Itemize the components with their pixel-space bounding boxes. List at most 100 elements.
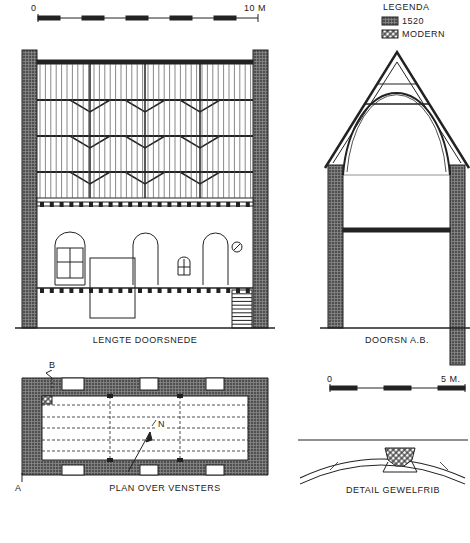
drawing-stroke — [177, 202, 181, 207]
drawing-stroke — [45, 64, 46, 198]
drawing-stroke — [126, 64, 127, 198]
drawing-stroke — [180, 64, 181, 198]
drawing-label: PLAN OVER VENSTERS — [108, 484, 222, 493]
drawing-label: A — [14, 484, 23, 493]
drawing-stroke — [232, 312, 252, 313]
drawing-stroke — [138, 202, 142, 207]
drawing-stroke — [245, 64, 246, 198]
drawing-stroke — [88, 64, 89, 198]
drawing-stroke — [109, 288, 113, 293]
drawing-stroke — [187, 202, 191, 207]
drawing-stroke — [216, 202, 220, 207]
drawing-label: 5 M. — [440, 375, 462, 384]
drawing-stroke — [232, 297, 252, 298]
drawing-label: N — [157, 420, 166, 429]
drawing-stroke — [232, 309, 252, 310]
drawing-label: LENGTE DOORSNEDE — [92, 336, 199, 345]
drawing-stroke — [207, 64, 208, 198]
drawing-stroke — [197, 288, 201, 293]
drawing-stroke — [207, 288, 211, 293]
drawing-stroke — [69, 288, 73, 293]
drawing-stroke — [212, 64, 213, 198]
drawing-stroke — [218, 64, 219, 198]
drawing-stroke — [131, 64, 132, 198]
drawing-stroke — [137, 64, 138, 198]
drawing-stroke — [177, 288, 181, 293]
drawing-stroke — [232, 301, 252, 302]
drawing-stroke — [40, 288, 44, 293]
drawing-stroke — [121, 64, 122, 198]
drawing-stroke — [167, 288, 171, 293]
drawing-stroke — [164, 64, 165, 198]
drawing-stroke — [158, 202, 162, 207]
drawing-stroke — [202, 64, 203, 198]
drawing-stroke — [236, 202, 240, 207]
drawing-stroke — [196, 64, 197, 198]
drawing-stroke — [191, 64, 192, 198]
drawing-stroke — [115, 64, 116, 198]
drawing-stroke — [185, 64, 186, 198]
drawing-stroke — [72, 64, 73, 198]
drawing-stroke — [226, 202, 230, 207]
drawing-stroke — [99, 64, 100, 198]
drawing-stroke — [79, 202, 83, 207]
drawing-stroke — [67, 64, 68, 198]
drawing-stroke — [232, 324, 252, 325]
drawing-stroke — [148, 202, 152, 207]
legend-text: 1520 — [402, 17, 424, 26]
drawing-stroke — [110, 64, 111, 198]
drawing-stroke — [50, 288, 54, 293]
drawing-stroke — [148, 64, 149, 198]
drawing-stroke — [56, 64, 57, 198]
drawing-stroke — [69, 202, 73, 207]
drawing-stroke — [239, 64, 240, 198]
drawing-stroke — [226, 288, 230, 293]
drawing-label: LEGENDA — [382, 3, 431, 12]
drawing-stroke — [153, 64, 154, 198]
drawing-stroke — [197, 202, 201, 207]
drawing-stroke — [60, 202, 64, 207]
drawing-stroke — [61, 64, 62, 198]
drawing-stroke — [169, 64, 170, 198]
drawing-stroke — [128, 288, 132, 293]
drawing-stroke — [232, 293, 252, 294]
drawing-stroke — [232, 316, 252, 317]
drawing-stroke — [89, 202, 93, 207]
drawing-label: B — [48, 361, 57, 370]
drawing-label: 0 — [30, 4, 38, 13]
drawing-stroke — [118, 202, 122, 207]
drawing-stroke — [50, 202, 54, 207]
drawing-stroke — [216, 288, 220, 293]
drawing-stroke — [138, 288, 142, 293]
drawing-stroke — [229, 64, 230, 198]
drawing-stroke — [60, 288, 64, 293]
drawing-stroke — [175, 64, 176, 198]
drawing-stroke — [79, 288, 83, 293]
drawing-stroke — [167, 202, 171, 207]
drawing-stroke — [232, 305, 252, 306]
drawing-stroke — [40, 64, 41, 198]
drawing-stroke — [232, 320, 252, 321]
drawing-stroke — [83, 64, 84, 198]
drawing-stroke — [142, 64, 143, 198]
drawing-stroke — [99, 202, 103, 207]
drawing-stroke — [187, 288, 191, 293]
drawing-stroke — [234, 64, 235, 198]
drawing-label: DOORSN A.B. — [364, 336, 430, 345]
drawing-stroke — [118, 288, 122, 293]
drawing-label: 10 M — [243, 4, 267, 13]
drawing-stroke — [50, 64, 51, 198]
drawing-stroke — [207, 202, 211, 207]
drawing-stroke — [246, 202, 250, 207]
drawing-stroke — [104, 64, 105, 198]
drawing-stroke — [223, 64, 224, 198]
drawing-stroke — [158, 64, 159, 198]
drawing-stroke — [40, 202, 44, 207]
drawing-stroke — [148, 288, 152, 293]
drawing-stroke — [250, 64, 251, 198]
drawing-stroke — [109, 202, 113, 207]
drawing-stroke — [99, 288, 103, 293]
drawing-stroke — [94, 64, 95, 198]
